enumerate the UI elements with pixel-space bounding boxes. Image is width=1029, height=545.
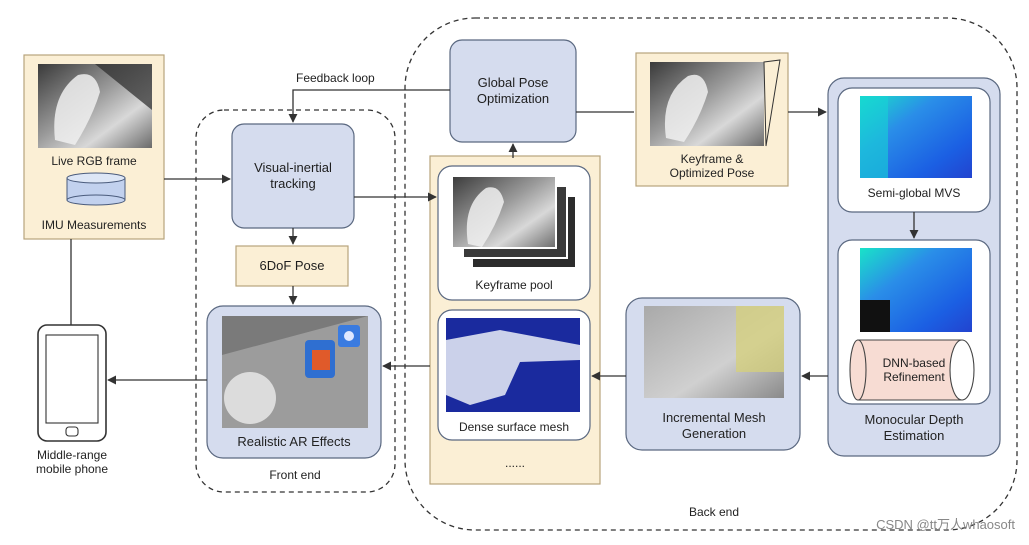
global-pose-label: Global Pose Optimization	[476, 74, 550, 106]
ellipsis-label: ......	[504, 456, 525, 470]
visual-inertial-label: Visual-inertial tracking	[254, 159, 332, 191]
live-rgb-label: Live RGB frame	[51, 154, 137, 168]
incremental-label: Incremental Mesh Generation	[662, 410, 766, 441]
imu-label: IMU Measurements	[41, 218, 147, 232]
ar-effects-label: Realistic AR Effects	[237, 434, 351, 449]
keyframe-pool-label: Keyframe pool	[475, 278, 553, 292]
ar-image-cushion	[224, 372, 276, 424]
front-end-label: Front end	[269, 468, 321, 482]
database-icon	[66, 172, 126, 206]
watermark: CSDN @tt万人whaosoft	[876, 517, 1015, 532]
global-pose-box	[449, 39, 577, 143]
arrows	[70, 89, 919, 385]
refined-depth-shadow	[860, 300, 890, 332]
dense-mesh-detail	[446, 330, 580, 405]
arrow-feedback-loop	[288, 89, 450, 123]
phone-label: Middle-range mobile phone	[35, 448, 109, 477]
feedback-label: Feedback loop	[296, 71, 375, 85]
back-end-label: Back end	[688, 505, 740, 519]
keyframe-opt-label: Keyframe & Optimized Pose	[669, 152, 755, 181]
keyframe-stack-icon	[451, 175, 577, 269]
dnn-refinement-cylinder	[849, 339, 975, 401]
keyframe-opt-image-detail	[664, 74, 708, 142]
incremental-mesh-color-patch	[736, 306, 784, 372]
semi-global-depth-band	[860, 96, 888, 178]
keyframe-camera-frustum	[763, 59, 781, 147]
live-rgb-image-detail	[54, 74, 100, 145]
dense-mesh-label: Dense surface mesh	[458, 420, 570, 434]
monocular-label: Monocular Depth Estimation	[864, 412, 964, 443]
dnn-label: DNN-based Refinement	[882, 356, 946, 385]
semi-global-label: Semi-global MVS	[867, 186, 961, 200]
phone-icon	[37, 324, 107, 442]
pose-6dof-box	[235, 245, 349, 287]
pose-6dof-label: 6DoF Pose	[259, 257, 325, 273]
live-rgb-image-edge	[38, 64, 152, 110]
back-end-region	[404, 17, 1018, 531]
robot-toy-icon	[305, 325, 360, 378]
